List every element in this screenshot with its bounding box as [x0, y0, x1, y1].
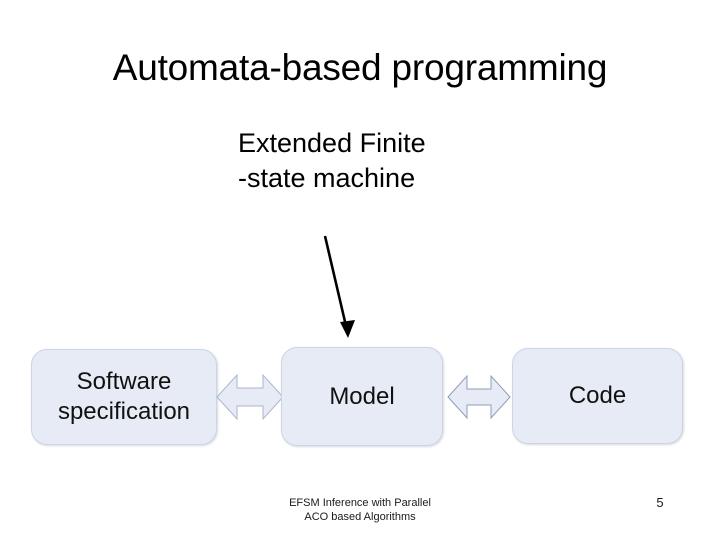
arrow-shape: [447, 374, 511, 420]
double-headed-arrow-icon-model-code: [447, 374, 511, 420]
double-headed-arrow-icon-spec-model: [216, 373, 284, 421]
caption-line-1: Extended Finite: [238, 128, 426, 158]
caption-line-2: -state machine: [238, 163, 416, 193]
page-title: Automata-based programming: [112, 47, 608, 88]
diagonal-pointer-arrow-icon: [323, 235, 355, 338]
flow-node-model[interactable]: Model: [281, 347, 443, 446]
footer-line-1: EFSM Inference with Parallel: [289, 497, 431, 509]
page-number: 5: [656, 495, 664, 510]
arrow-shape: [216, 373, 284, 421]
flow-node-label: Software specification: [57, 368, 191, 425]
pointer-arrow-head: [340, 320, 355, 338]
pointer-arrow-shaft: [323, 235, 348, 327]
footer-note: EFSM Inference with Parallel ACO based A…: [185, 496, 535, 524]
flow-node-label: Code: [568, 382, 627, 409]
flow-node-software-specification[interactable]: Software specification: [31, 349, 217, 445]
caption-text-block: Extended Finite -state machine: [238, 126, 538, 196]
footer-line-2: ACO based Algorithms: [304, 511, 416, 523]
flow-node-code[interactable]: Code: [512, 348, 683, 444]
flow-node-label: Model: [329, 382, 395, 410]
